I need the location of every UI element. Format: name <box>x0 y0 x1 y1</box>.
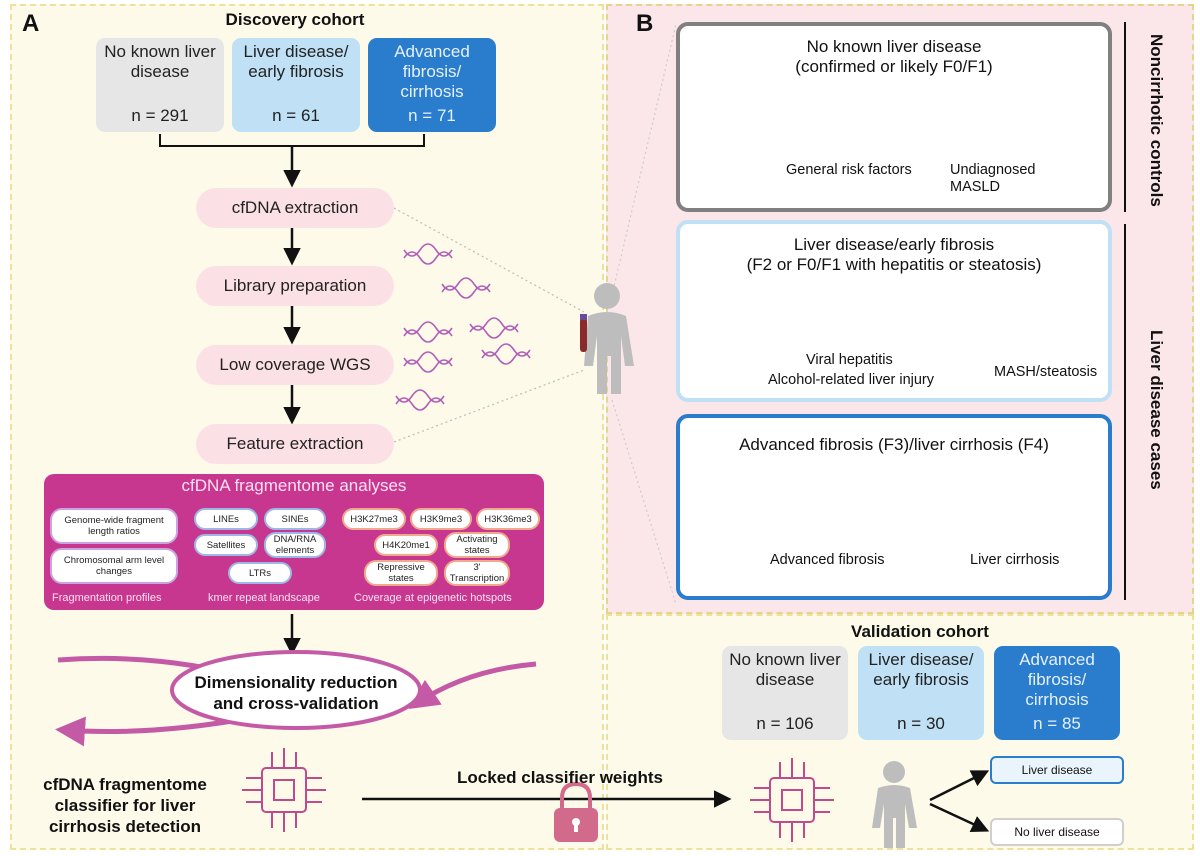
lock-icon <box>554 781 598 842</box>
side-label-noncirrhotic: Noncirrhotic controls <box>1147 34 1166 207</box>
category-title: Liver disease/early fibrosis <box>793 235 995 254</box>
dotted-line-extraction <box>393 207 585 313</box>
dna-icons <box>395 243 531 411</box>
group-count: n = 71 <box>408 106 456 125</box>
discovery-cohort-title: Discovery cohort <box>225 10 365 29</box>
output-liver-disease: Liver disease <box>990 756 1124 784</box>
output-no-liver-disease: No liver disease <box>990 818 1124 846</box>
category-title: No known liver disease <box>806 37 982 56</box>
pill-dna-rna-elements: DNA/RNA elements <box>264 532 326 558</box>
dotted-line-features <box>393 369 585 443</box>
dimred-label: Dimensionality reduction and cross-valid… <box>194 673 398 713</box>
group-label: Liver disease/ early fibrosis <box>868 650 974 689</box>
item-mash-steatosis: MASH/steatosis <box>994 364 1098 380</box>
group-count: n = 30 <box>897 714 945 733</box>
category-early-fibrosis: Liver disease/early fibrosis (F2 or F0/F… <box>676 220 1112 402</box>
chip-icon-validation <box>750 758 834 842</box>
item-alcohol-related: Alcohol-related liver injury <box>768 372 935 388</box>
group-count: n = 291 <box>131 106 189 125</box>
dotted-line-panel-b-bottom <box>611 399 677 605</box>
item-advanced-fibrosis: Advanced fibrosis <box>770 552 885 568</box>
pill-h3k27me3: H3K27me3 <box>342 508 406 530</box>
dimred-ellipse <box>170 650 422 730</box>
patient-icon <box>580 283 634 394</box>
pill-chromosomal-arm: Chromosomal arm level changes <box>50 548 178 584</box>
item-undiagnosed-masld: Undiagnosed MASLD <box>950 162 1036 195</box>
pill-ltrs: LTRs <box>228 562 292 584</box>
step-library-preparation: Library preparation <box>196 266 394 306</box>
label-epigenetic-hotspots: Coverage at epigenetic hotspots <box>354 592 512 604</box>
panel-a-letter: A <box>22 10 40 37</box>
group-label: Advanced fibrosis/ cirrhosis <box>1019 650 1095 709</box>
classifier-label: cfDNA fragmentome classifier for liver c… <box>43 775 207 836</box>
pill-fragment-length-ratios: Genome-wide fragment length ratios <box>50 508 178 544</box>
pill-h4k20me1: H4K20me1 <box>374 534 438 556</box>
cohort-bracket <box>159 134 425 147</box>
group-label: Liver disease/ early fibrosis <box>243 42 349 81</box>
label-kmer-repeat: kmer repeat landscape <box>208 592 320 604</box>
dotted-line-panel-b-top <box>611 23 677 296</box>
side-label-cases: Liver disease cases <box>1147 330 1166 490</box>
step-low-coverage-wgs: Low coverage WGS <box>196 345 394 385</box>
discovery-group-cirrhosis: Advanced fibrosis/ cirrhosis n = 71 <box>368 38 496 132</box>
pill-activating-states: Activating states <box>444 532 510 558</box>
pill-lines: LINEs <box>194 508 258 530</box>
validation-group-early-fibrosis: Liver disease/ early fibrosis n = 30 <box>858 646 984 740</box>
fragmentome-analyses-box: cfDNA fragmentome analyses Genome-wide f… <box>44 474 544 610</box>
discovery-group-no-disease: No known liver disease n = 291 <box>96 38 224 132</box>
pill-sines: SINEs <box>264 508 326 530</box>
group-label: No known liver disease <box>729 650 841 689</box>
group-label: No known liver disease <box>104 42 216 81</box>
arrow-to-liver-disease <box>929 770 990 802</box>
validation-group-cirrhosis: Advanced fibrosis/ cirrhosis n = 85 <box>994 646 1120 740</box>
item-viral-hepatitis: Viral hepatitis <box>806 352 893 368</box>
panel-b-letter: B <box>636 10 654 37</box>
chip-icon-discovery <box>242 748 326 832</box>
category-cirrhosis: Advanced fibrosis (F3)/liver cirrhosis (… <box>676 414 1112 600</box>
group-count: n = 106 <box>756 714 814 733</box>
category-subtitle: (F2 or F0/F1 with hepatitis or steatosis… <box>746 255 1042 274</box>
pill-repressive-states: Repressive states <box>364 560 438 586</box>
item-liver-cirrhosis: Liver cirrhosis <box>970 552 1060 568</box>
arrow-to-no-liver-disease <box>929 802 990 833</box>
group-count: n = 61 <box>272 106 320 125</box>
category-subtitle: (confirmed or likely F0/F1) <box>795 57 993 76</box>
pill-h3k9me3: H3K9me3 <box>410 508 472 530</box>
step-feature-extraction: Feature extraction <box>196 424 394 464</box>
group-label: Advanced fibrosis/ cirrhosis <box>394 42 470 101</box>
step-cfdna-extraction: cfDNA extraction <box>196 188 394 228</box>
category-no-disease: No known liver disease (confirmed or lik… <box>676 22 1112 212</box>
discovery-group-early-fibrosis: Liver disease/ early fibrosis n = 61 <box>232 38 360 132</box>
item-general-risk: General risk factors <box>786 162 912 178</box>
validation-person-icon <box>872 761 917 848</box>
pill-satellites: Satellites <box>194 534 258 556</box>
validation-group-no-disease: No known liver disease n = 106 <box>722 646 848 740</box>
fragmentome-title: cfDNA fragmentome analyses <box>181 476 407 495</box>
pill-3-transcription: 3' Transcription <box>444 560 510 586</box>
locked-weights-label: Locked classifier weights <box>457 768 663 787</box>
category-title: Advanced fibrosis (F3)/liver cirrhosis (… <box>739 435 1049 454</box>
group-count: n = 85 <box>1033 714 1081 733</box>
validation-cohort-title: Validation cohort <box>851 622 989 641</box>
label-fragmentation-profiles: Fragmentation profiles <box>52 592 162 604</box>
pill-h3k36me3: H3K36me3 <box>476 508 540 530</box>
